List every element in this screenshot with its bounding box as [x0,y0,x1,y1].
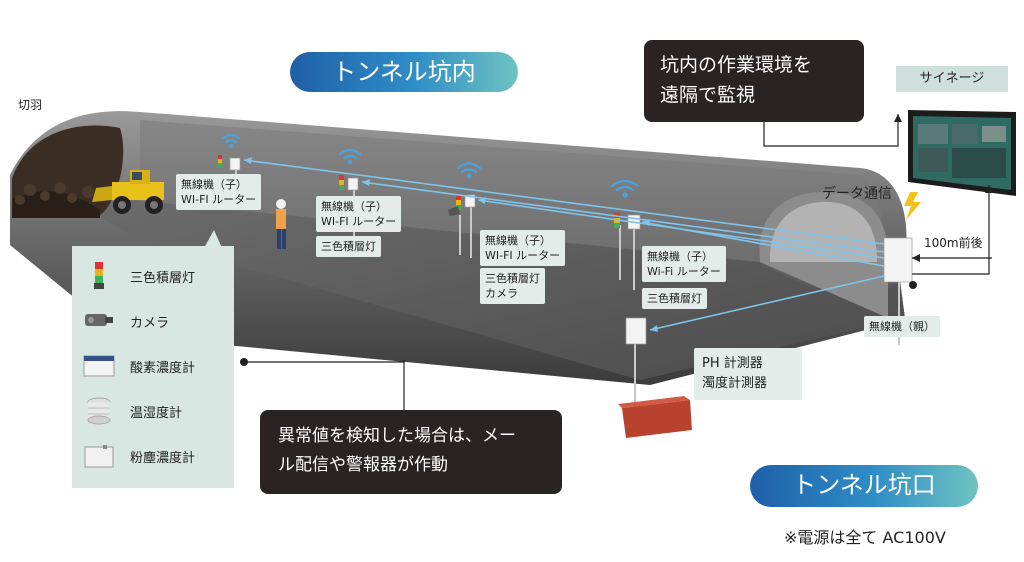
station-4-sub-tag: 三色積層灯 [642,288,707,309]
station-2-line-2: WI-FI ルーター [321,215,397,228]
signal-tower-icon [82,259,116,293]
distance-label: 100m前後 [924,236,983,250]
station-2-sub-tag: 三色積層灯 [316,236,381,257]
station-3-line-2: WI-FI ルーター [485,249,561,262]
oxygen-meter-icon [82,349,116,383]
alert-line-1: 異常値を検知した場合は、メー [278,426,516,446]
ph-meter-tag: PH 計測器 濁度計測器 [694,348,802,400]
remote-monitoring-box: 坑内の作業環境を 遠隔で監視 [644,40,864,122]
station-1-tag: 無線機（子） WI-FI ルーター [176,174,262,210]
camera-icon [82,304,116,338]
station-4-tag: 無線機（子） Wi-Fi ルーター [642,246,726,282]
station-2-sub-1: 三色積層灯 [321,240,376,253]
power-note: ※電源は全て AC100V [784,528,946,547]
legend-label: 酸素濃度計 [130,360,196,376]
signage-label: サイネージ [896,66,1008,92]
title-tunnel-portal: トンネル坑口 [750,465,978,507]
hygrometer-icon [82,394,116,428]
legend-label: 三色積層灯 [130,270,196,286]
legend-label: 温湿度計 [130,405,183,421]
legend-item: 三色積層灯 [82,256,195,296]
legend-item: カメラ [82,301,169,341]
station-3-sub-1: 三色積層灯 [485,272,540,285]
station-3-sub-tag: 三色積層灯 カメラ [480,268,545,304]
remote-line-2: 遠隔で監視 [660,84,756,106]
station-3-tag: 無線機（子） WI-FI ルーター [480,230,566,266]
station-4-sub-1: 三色積層灯 [647,292,702,305]
remote-line-1: 坑内の作業環境を [660,54,813,76]
worker-icon [276,199,286,249]
ph-line-2: 濁度計測器 [702,376,768,391]
station-4-line-1: 無線機（子） [647,250,713,263]
wheel-loader-icon [92,170,164,214]
data-comm-label: データ通信 [822,186,892,202]
station-3-sub-2: カメラ [485,287,518,300]
signage-display-icon [908,110,1016,196]
title-tunnel-inside: トンネル坑内 [290,52,518,92]
station-1-line-1: 無線機（子） [181,178,247,191]
station-1-line-2: WI-FI ルーター [181,193,257,206]
legend-label: カメラ [130,315,170,331]
parent-radio-label: 無線機（親） [864,316,940,337]
legend-item: 粉塵濃度計 [82,436,195,476]
sensor-legend: 三色積層灯 カメラ 酸素濃度計 温湿度計 粉塵濃度計 [72,246,234,488]
legend-label: 粉塵濃度計 [130,450,196,466]
alert-line-2: ル配信や警報器が作動 [278,455,448,475]
ph-line-1: PH 計測器 [702,356,763,371]
station-2-tag: 無線機（子） WI-FI ルーター [316,196,402,232]
station-4-line-2: Wi-Fi ルーター [647,265,721,278]
legend-item: 温湿度計 [82,391,182,431]
station-3-line-1: 無線機（子） [485,234,551,247]
legend-item: 酸素濃度計 [82,346,195,386]
dust-meter-icon [82,439,116,473]
alert-box: 異常値を検知した場合は、メー ル配信や警報器が作動 [260,410,562,494]
face-label: 切羽 [18,98,43,112]
station-2-line-1: 無線機（子） [321,200,387,213]
